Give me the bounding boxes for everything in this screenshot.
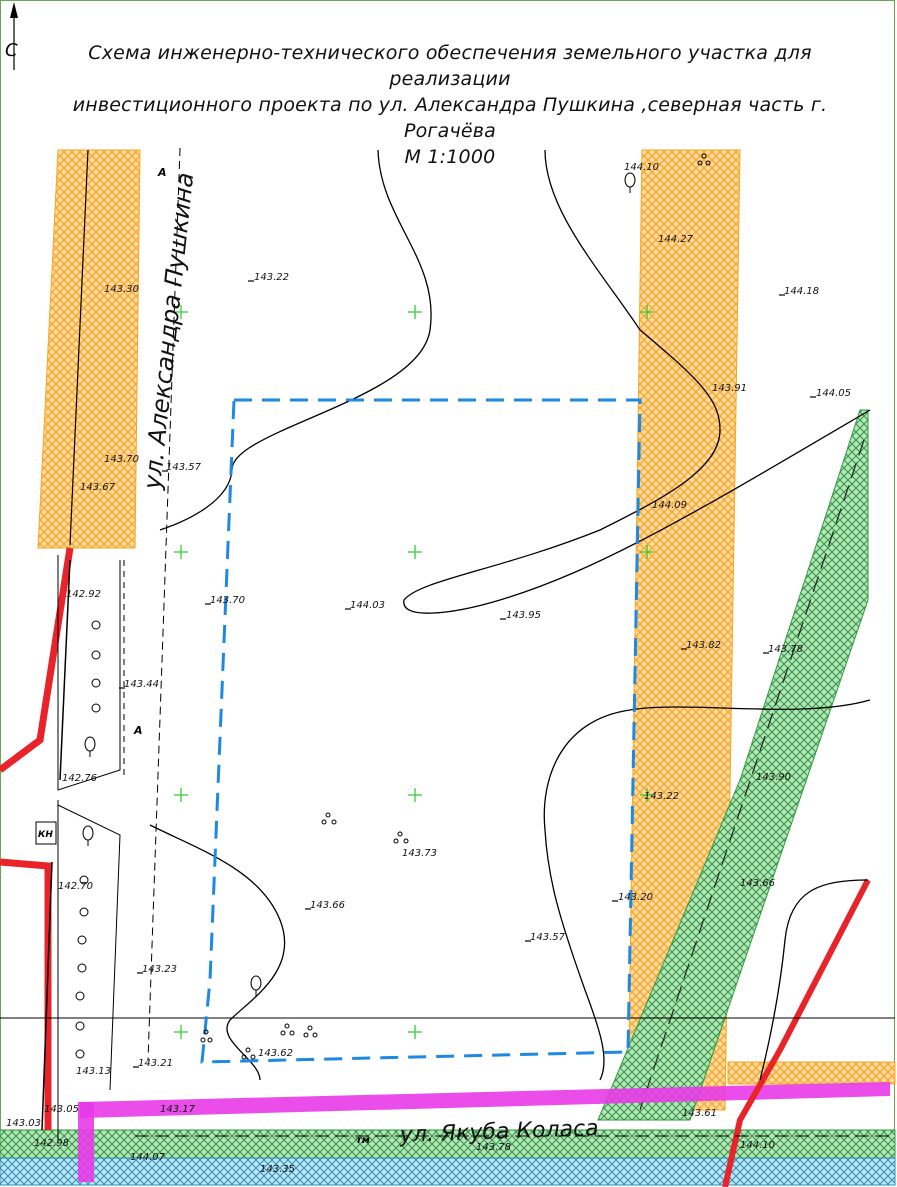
elevation-label: 142.92 [66, 589, 101, 600]
elevation-label: 144.10 [740, 1140, 775, 1151]
title-line-2: инвестиционного проекта по ул. Александр… [72, 94, 828, 142]
elevation-label: 143.21 [138, 1058, 173, 1069]
left-pole-line [41, 149, 89, 1131]
elevation-label: 144.27 [658, 234, 694, 245]
marker-a-mid: А [133, 724, 143, 737]
tree-markers [75, 620, 101, 1059]
elevation-label: 144.09 [652, 500, 687, 511]
elevation-label: 143.62 [258, 1048, 293, 1059]
elevation-label: 143.17 [160, 1104, 196, 1115]
utility-corridor-bottom-blue [0, 1157, 896, 1186]
elevation-label: 143.91 [712, 383, 747, 394]
red-utility-lines [0, 547, 871, 1187]
elevation-label: 143.57 [530, 932, 566, 943]
elevation-label: 143.57 [166, 462, 202, 473]
left-road-details [35, 555, 121, 1140]
elevation-label: 142.76 [62, 773, 97, 784]
utility-corridor-pushkina [37, 149, 141, 549]
land-plot-boundary [200, 398, 642, 1064]
elevation-label: 143.67 [80, 482, 116, 493]
elevation-label: 143.20 [618, 892, 653, 903]
elevation-label: 143.82 [686, 640, 721, 651]
title-line-1: Схема инженерно-технического обеспечения… [88, 42, 812, 90]
elevation-label: 143.44 [124, 679, 159, 690]
elevation-label: 143.22 [254, 272, 289, 283]
elevation-label: 143.66 [310, 900, 345, 911]
elevation-label: 143.78 [768, 644, 803, 655]
utility-corridor-green [597, 409, 869, 1121]
map-title: Схема инженерно-технического обеспечения… [30, 40, 870, 170]
elevation-label: 142.70 [58, 881, 93, 892]
elevation-label: 143.13 [76, 1066, 111, 1077]
elevation-ticks [119, 280, 816, 1068]
elevation-label: 143.78 [476, 1142, 511, 1153]
elevation-label: 144.18 [784, 286, 819, 297]
title-scale: М 1:1000 [404, 146, 496, 168]
utility-corridor-bottom-orange [727, 1061, 896, 1085]
elevation-label: 143.35 [260, 1164, 295, 1175]
contour-lines [149, 149, 871, 1081]
north-arrow-icon: С [5, 2, 18, 70]
elevation-label: 143.61 [682, 1108, 717, 1119]
elevation-label: 143.70 [210, 595, 245, 606]
grid-crosses [174, 305, 654, 1039]
elevation-label: 143.03 [6, 1118, 41, 1129]
elevation-label: 144.07 [130, 1152, 166, 1163]
elevation-label: 144.03 [350, 600, 385, 611]
elevation-label: 143.70 [104, 454, 139, 465]
marker-a-top: А [157, 166, 167, 179]
tree-icon [82, 172, 636, 996]
elevation-label: 143.05 [44, 1104, 79, 1115]
elevation-label: 144.10 [624, 162, 659, 173]
elevation-label: 143.90 [756, 772, 791, 783]
marker-tm: тм [356, 1135, 370, 1146]
north-arrow-label: С [5, 40, 18, 61]
elevation-labels: 143.22 144.10 144.27 144.18 143.91 144.0… [6, 162, 851, 1175]
elevation-label: 143.66 [740, 878, 775, 889]
elevation-label: 143.73 [402, 848, 437, 859]
street-label-pushkina: ул. Александра Пушкина [138, 171, 199, 491]
marker-kn: КН [38, 830, 53, 840]
elevation-label: 143.30 [104, 284, 139, 295]
magenta-utility-line [80, 1082, 890, 1118]
elevation-label: 142.98 [34, 1138, 69, 1149]
elevation-label: 143.95 [506, 610, 541, 621]
bush-markers [200, 153, 711, 1060]
elevation-label: 143.23 [142, 964, 177, 975]
elevation-label: 144.05 [816, 388, 851, 399]
elevation-label: 143.22 [644, 791, 679, 802]
